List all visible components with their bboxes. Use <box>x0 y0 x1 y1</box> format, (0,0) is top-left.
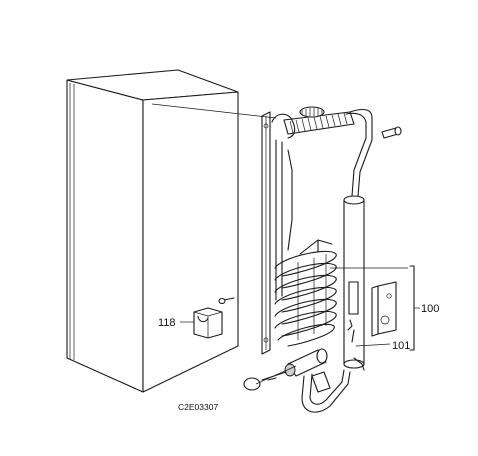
callout-101: 101 <box>392 340 410 352</box>
part-118-bracket <box>193 297 235 339</box>
drawing-code: C2E03307 <box>178 402 218 412</box>
absorber-coils <box>274 239 337 347</box>
leader-lines <box>151 103 420 385</box>
refrigerator-cabinet <box>66 69 239 393</box>
burner-assembly <box>243 348 365 413</box>
boiler-cylinder <box>343 195 365 369</box>
cooling-unit <box>243 106 402 413</box>
mounting-bracket <box>371 281 397 337</box>
screw <box>381 126 402 139</box>
group-brace-100 <box>409 265 415 351</box>
callout-118: 118 <box>158 317 176 329</box>
callout-100: 100 <box>421 303 439 315</box>
condenser-fins <box>283 106 355 135</box>
